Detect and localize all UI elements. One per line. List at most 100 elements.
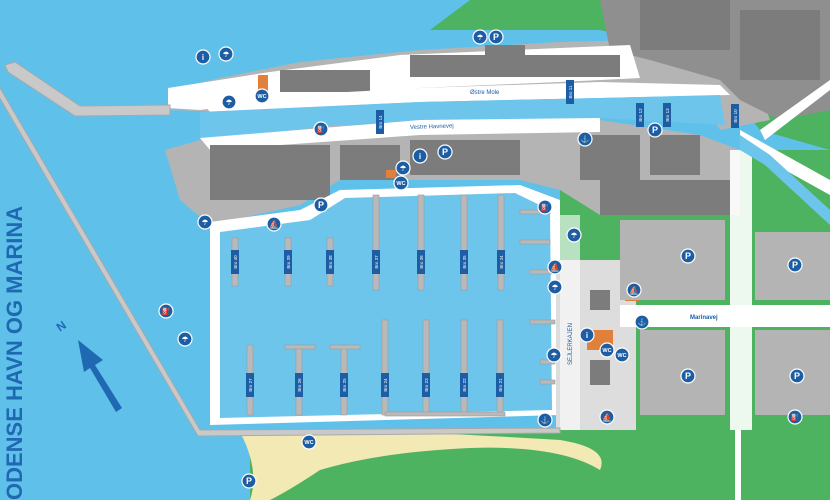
berth-label-b12: Bro 12 xyxy=(636,103,644,127)
svg-text:⚓: ⚓ xyxy=(541,416,550,425)
berth-label-b34: Bro 34 xyxy=(497,250,505,274)
svg-text:WC: WC xyxy=(617,353,626,359)
berth-label-b14: Bro 14 xyxy=(376,110,384,134)
crane-icon: ⚓ xyxy=(537,412,553,428)
svg-text:⛽: ⛽ xyxy=(162,307,171,316)
svg-text:P: P xyxy=(246,476,252,486)
svg-text:i: i xyxy=(586,331,588,340)
svg-text:Bro 26: Bro 26 xyxy=(297,378,302,392)
svg-text:P: P xyxy=(652,125,658,135)
svg-text:⛵: ⛵ xyxy=(269,219,279,229)
svg-text:Bro 13: Bro 13 xyxy=(665,108,670,122)
svg-text:⛵: ⛵ xyxy=(629,285,639,295)
parking-icon: P xyxy=(313,197,329,213)
berth-label-b23: Bro 23 xyxy=(422,373,430,397)
street-ostre-mole: Østre Mole xyxy=(470,90,500,96)
shower-icon: ☂ xyxy=(218,46,234,62)
svg-text:Bro 39: Bro 39 xyxy=(286,255,291,269)
svg-text:☂: ☂ xyxy=(226,99,233,107)
berth-label-b25: Bro 25 xyxy=(340,373,348,397)
svg-text:Bro 37: Bro 37 xyxy=(374,255,379,269)
berth-label-b37: Bro 37 xyxy=(372,250,380,274)
svg-text:⛵: ⛵ xyxy=(550,262,560,272)
berth-label-b26: Bro 26 xyxy=(295,373,303,397)
svg-text:P: P xyxy=(792,260,798,270)
svg-text:Bro 24: Bro 24 xyxy=(383,378,388,392)
info-icon: i xyxy=(412,148,428,164)
info-icon: i xyxy=(195,49,211,65)
svg-text:P: P xyxy=(493,32,499,42)
shower-icon: ☂ xyxy=(177,331,193,347)
breakwater xyxy=(0,87,561,437)
berth-label-b35: Bro 35 xyxy=(460,250,468,274)
crane-icon: ⚓ xyxy=(634,314,650,330)
svg-text:Bro 23: Bro 23 xyxy=(424,378,429,392)
parking-icon: P xyxy=(488,29,504,45)
svg-text:⚓: ⚓ xyxy=(638,318,647,327)
svg-text:Bro 40: Bro 40 xyxy=(233,255,238,269)
parking-icon: P xyxy=(680,368,696,384)
parking-icon: P xyxy=(647,122,663,138)
parking-icon: P xyxy=(437,144,453,160)
berth-labels: Bro 11 Bro 14 Bro 12 Bro 13 Bro 10 Bro 40 Bro … xyxy=(231,80,739,397)
sailboat-icon: ⛵ xyxy=(599,409,615,425)
svg-text:i: i xyxy=(202,53,204,62)
parking-icon: P xyxy=(787,257,803,273)
svg-text:☂: ☂ xyxy=(552,284,559,292)
ostre-mole-road xyxy=(200,82,730,112)
svg-text:Bro 11: Bro 11 xyxy=(568,85,573,98)
sailboat-icon: ⛵ xyxy=(266,216,282,232)
svg-text:Bro 21: Bro 21 xyxy=(498,378,503,392)
svg-text:P: P xyxy=(685,251,691,261)
berth-label-b38: Bro 38 xyxy=(326,250,334,274)
beach xyxy=(240,432,602,500)
wc-icon: WC xyxy=(393,175,409,191)
svg-text:Bro 10: Bro 10 xyxy=(733,109,738,123)
parking-icon: P xyxy=(789,368,805,384)
svg-text:☂: ☂ xyxy=(571,232,578,240)
shower-icon: ☂ xyxy=(546,347,562,363)
svg-text:Bro 25: Bro 25 xyxy=(342,378,347,392)
svg-text:⚓: ⚓ xyxy=(581,135,590,144)
svg-text:⛵: ⛵ xyxy=(602,412,612,422)
svg-text:Bro 27: Bro 27 xyxy=(248,378,253,392)
svg-text:P: P xyxy=(685,371,691,381)
svg-text:Bro 34: Bro 34 xyxy=(499,255,504,269)
svg-text:P: P xyxy=(318,200,324,210)
berth-label-b10: Bro 10 xyxy=(731,104,739,128)
berth-label-b22: Bro 22 xyxy=(460,373,468,397)
berth-label-b39: Bro 39 xyxy=(284,250,292,274)
north-breakwater xyxy=(4,61,171,117)
parking-icon: P xyxy=(680,248,696,264)
info-icon: i xyxy=(579,327,595,343)
svg-text:WC: WC xyxy=(602,348,611,354)
svg-text:☂: ☂ xyxy=(223,51,230,59)
berth-label-b27: Bro 27 xyxy=(246,373,254,397)
fuel-icon: ⛽ xyxy=(537,199,553,215)
wc-icon: WC xyxy=(254,88,270,104)
svg-text:WC: WC xyxy=(396,181,405,187)
parking-icon: P xyxy=(241,473,257,489)
svg-text:Bro 12: Bro 12 xyxy=(638,108,643,122)
berth-label-b40: Bro 40 xyxy=(231,250,239,274)
svg-text:WC: WC xyxy=(304,440,313,446)
svg-text:Bro 38: Bro 38 xyxy=(328,255,333,269)
svg-text:WC: WC xyxy=(257,94,266,100)
svg-text:☂: ☂ xyxy=(202,219,209,227)
sailboat-icon: ⛵ xyxy=(626,282,642,298)
svg-text:i: i xyxy=(419,152,421,161)
svg-text:☂: ☂ xyxy=(182,336,189,344)
svg-text:Bro 36: Bro 36 xyxy=(419,255,424,269)
berth-label-b36: Bro 36 xyxy=(417,250,425,274)
crane-icon: ⚓ xyxy=(577,131,593,147)
street-sejlerkajen: SEJLERKAJEN xyxy=(568,323,574,365)
berth-label-b13: Bro 13 xyxy=(663,103,671,127)
berth-label-b11: Bro 11 xyxy=(566,80,574,104)
wc-icon: WC xyxy=(301,434,317,450)
street-marinavej: Marinavej xyxy=(690,315,718,321)
wc-icon: WC xyxy=(614,347,630,363)
fuel-icon: ⛽ xyxy=(787,409,803,425)
berth-label-b21: Bro 21 xyxy=(496,373,504,397)
